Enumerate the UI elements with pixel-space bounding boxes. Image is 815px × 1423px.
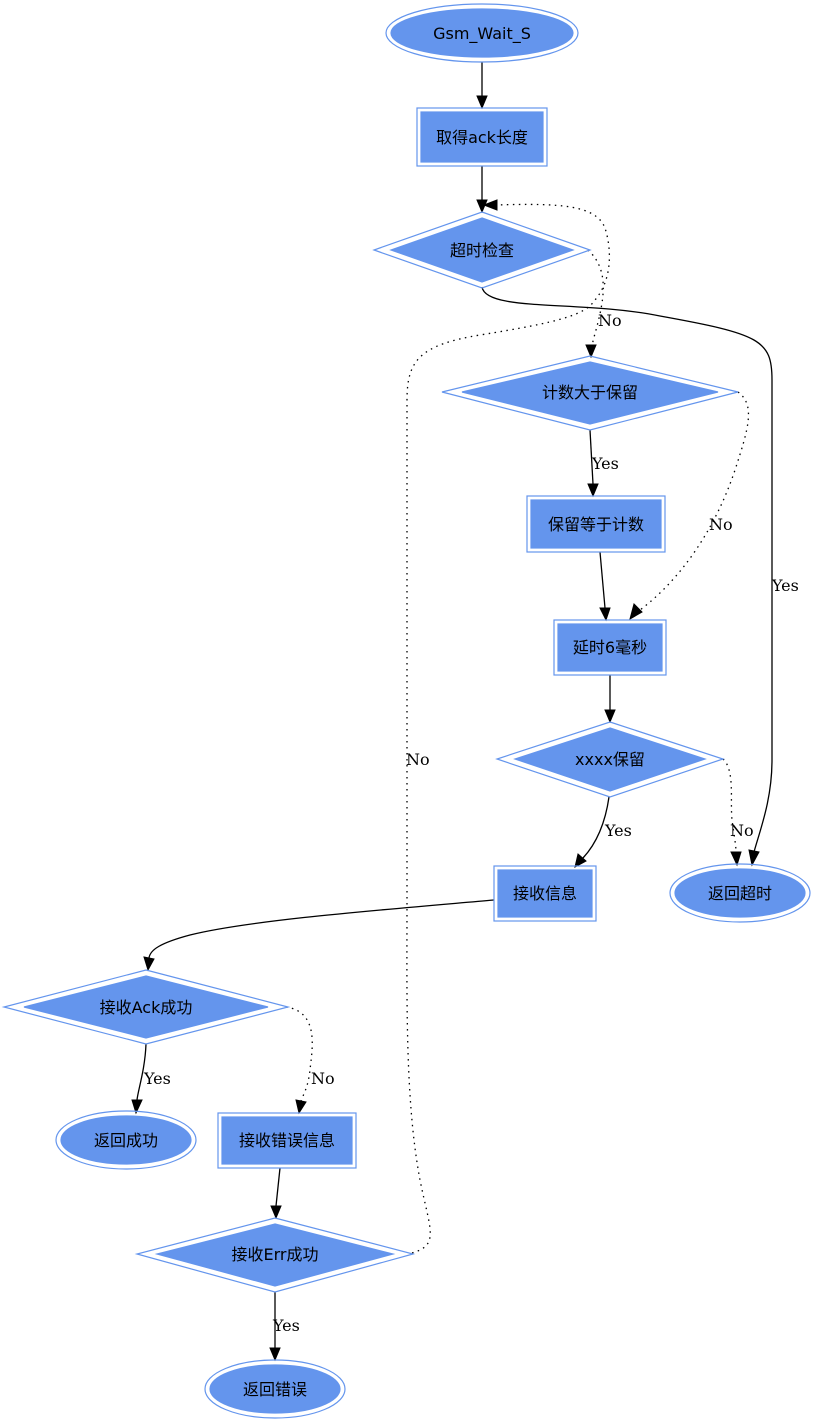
edge-timeout-check-to-count-gt-keep xyxy=(585,249,604,359)
node-return-timeout: 返回超时 xyxy=(669,863,811,923)
edge-labels: No Yes Yes No Yes No Yes No Yes No xyxy=(143,311,799,1335)
label-err-yes: Yes xyxy=(272,1316,300,1335)
node-xxxx-keep-label: xxxx保留 xyxy=(575,750,645,769)
label-err-no: No xyxy=(406,750,430,769)
node-keep-eq-count-label: 保留等于计数 xyxy=(548,515,644,534)
node-get-ack-len-label: 取得ack长度 xyxy=(436,128,528,147)
node-get-ack-len: 取得ack长度 xyxy=(416,107,548,167)
node-delay-6ms-label: 延时6毫秒 xyxy=(573,638,647,657)
edge-recv-info-to-recv-ack-ok xyxy=(143,899,495,972)
label-timeout-no: No xyxy=(598,311,622,330)
node-count-gt-keep-label: 计数大于保留 xyxy=(542,383,638,402)
node-start: Gsm_Wait_S xyxy=(385,3,579,63)
node-keep-eq-count: 保留等于计数 xyxy=(526,495,666,553)
edge-count-gt-keep-to-keep-eq-count xyxy=(587,429,599,498)
edge-recv-ack-ok-to-return-success xyxy=(131,1043,147,1115)
label-xxxx-yes: Yes xyxy=(604,821,632,840)
edge-recv-err-info-to-recv-err-ok xyxy=(270,1167,282,1220)
node-recv-ack-ok: 接收Ack成功 xyxy=(1,969,291,1045)
node-recv-err-ok: 接收Err成功 xyxy=(134,1217,416,1293)
label-count-yes: Yes xyxy=(591,454,619,473)
node-xxxx-keep: xxxx保留 xyxy=(495,721,725,798)
node-recv-err-info-label: 接收错误信息 xyxy=(239,1131,335,1150)
node-return-success-label: 返回成功 xyxy=(94,1131,158,1150)
label-ack-yes: Yes xyxy=(143,1069,171,1088)
edge-xxxx-keep-to-return-timeout xyxy=(722,758,742,867)
node-timeout-check-label: 超时检查 xyxy=(450,241,514,260)
edge-count-gt-keep-to-delay xyxy=(629,391,750,621)
node-recv-info: 接收信息 xyxy=(493,865,597,922)
edge-timeout-check-to-return-timeout xyxy=(481,286,773,867)
node-delay-6ms: 延时6毫秒 xyxy=(553,619,667,676)
edge-recv-err-ok-to-return-error xyxy=(269,1292,281,1362)
edge-recv-err-ok-to-timeout-check xyxy=(406,199,610,1254)
label-timeout-yes: Yes xyxy=(771,576,799,595)
node-count-gt-keep: 计数大于保留 xyxy=(441,355,739,431)
edge-start-to-get-ack-len xyxy=(476,62,488,110)
edge-delay-to-xxxx-keep xyxy=(604,675,616,724)
node-recv-info-label: 接收信息 xyxy=(513,884,577,903)
node-start-label: Gsm_Wait_S xyxy=(433,24,531,44)
node-recv-err-info: 接收错误信息 xyxy=(217,1112,357,1169)
label-xxxx-no: No xyxy=(730,821,754,840)
nodes: Gsm_Wait_S 取得ack长度 超时检查 计数大于保留 保留等于计数 xyxy=(1,3,811,1419)
node-recv-ack-ok-label: 接收Ack成功 xyxy=(100,998,193,1017)
node-return-error: 返回错误 xyxy=(204,1359,346,1419)
edge-keep-eq-count-to-delay xyxy=(599,551,611,622)
label-count-no: No xyxy=(709,515,733,534)
node-timeout-check: 超时检查 xyxy=(372,211,592,289)
edge-get-ack-len-to-timeout-check xyxy=(476,166,488,214)
node-return-success: 返回成功 xyxy=(55,1110,197,1170)
edges xyxy=(131,62,773,1362)
edge-recv-ack-ok-to-recv-err-info xyxy=(285,1006,313,1115)
node-recv-err-ok-label: 接收Err成功 xyxy=(232,1245,319,1264)
label-ack-no: No xyxy=(311,1069,335,1088)
node-return-error-label: 返回错误 xyxy=(243,1380,307,1399)
node-return-timeout-label: 返回超时 xyxy=(708,884,772,903)
edge-xxxx-keep-to-recv-info xyxy=(574,796,610,868)
